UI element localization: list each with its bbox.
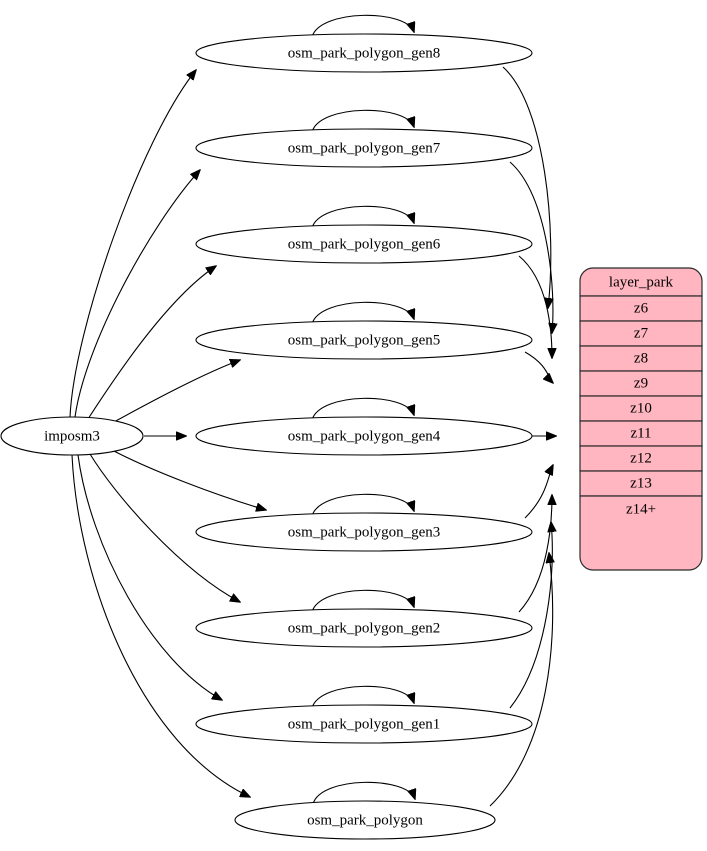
node-gen1[interactable]: osm_park_polygon_gen1	[195, 704, 533, 744]
node-gen6-label: osm_park_polygon_gen6	[288, 236, 441, 252]
edge-imposm3-to-gen5	[111, 360, 240, 424]
table-row-z10-label: z10	[630, 400, 652, 416]
edge-imposm3-to-gen8	[69, 70, 196, 418]
self-loop-base	[312, 781, 415, 805]
self-loop-gen7	[311, 109, 414, 133]
edge-imposm3-to-gen6	[87, 266, 216, 420]
edge-imposm3-to-gen7	[74, 170, 200, 418]
table-row-z9-label: z9	[634, 375, 648, 391]
graph-nodes: imposm3 osm_park_polygon_gen8 osm_park_p…	[0, 33, 533, 840]
edges-from-imposm3	[69, 70, 266, 797]
node-imposm3-shape[interactable]	[0, 416, 144, 456]
node-base-shape[interactable]	[234, 800, 496, 840]
table-row-z6-label: z6	[634, 300, 649, 316]
node-gen7-label: osm_park_polygon_gen7	[288, 140, 441, 156]
node-gen8-label: osm_park_polygon_gen8	[288, 45, 440, 61]
node-gen5-shape[interactable]	[195, 320, 533, 360]
self-loop-gen1	[311, 685, 414, 709]
self-loop-gen4	[311, 397, 414, 421]
table-row-z12-label: z12	[630, 450, 652, 466]
edge-base-to-z14plus	[489, 553, 553, 807]
layer-park-table[interactable]: layer_park z6 z7 z8 z9 z10 z11 z12 z13 z…	[579, 267, 703, 571]
node-gen4[interactable]: osm_park_polygon_gen4	[195, 416, 533, 456]
node-gen7[interactable]: osm_park_polygon_gen7	[195, 128, 533, 168]
edge-gen8-to-z6	[502, 66, 551, 308]
node-gen3-label: osm_park_polygon_gen3	[288, 524, 440, 540]
self-loop-gen2	[311, 589, 414, 613]
table-row-z11-label: z11	[630, 425, 651, 441]
table-row-z13-cell[interactable]	[579, 470, 703, 497]
node-gen5-label: osm_park_polygon_gen5	[288, 332, 440, 348]
table-row-z10-cell[interactable]	[579, 395, 703, 422]
table-row-z6-cell[interactable]	[579, 295, 703, 322]
table-row-z14plus-label: z14+	[626, 501, 656, 517]
node-gen2[interactable]: osm_park_polygon_gen2	[195, 608, 533, 648]
node-base[interactable]: osm_park_polygon	[234, 800, 496, 840]
edge-gen7-to-z7	[509, 161, 553, 333]
node-gen5[interactable]: osm_park_polygon_gen5	[195, 320, 533, 360]
edge-gen5-to-z9	[524, 351, 553, 383]
table-header-label: layer_park	[609, 274, 674, 290]
node-gen4-label: osm_park_polygon_gen4	[288, 428, 441, 444]
table-row-z8-label: z8	[634, 350, 648, 366]
table-header-cell	[579, 267, 703, 297]
node-gen3[interactable]: osm_park_polygon_gen3	[195, 512, 533, 552]
node-base-label: osm_park_polygon	[307, 812, 423, 828]
node-gen3-shape[interactable]	[195, 512, 533, 552]
edge-imposm3-to-base	[71, 454, 250, 797]
edge-gen1-to-z13	[509, 522, 552, 709]
node-gen6[interactable]: osm_park_polygon_gen6	[195, 224, 533, 264]
node-gen1-shape[interactable]	[195, 704, 533, 744]
node-gen2-shape[interactable]	[195, 608, 533, 648]
edge-imposm3-to-gen2	[89, 453, 240, 602]
edge-gen3-to-z11	[524, 465, 553, 519]
edges-to-layer-park	[489, 66, 556, 807]
edge-imposm3-to-gen3	[111, 449, 266, 510]
self-loop-gen3	[311, 493, 414, 517]
node-gen6-shape[interactable]	[195, 224, 533, 264]
node-imposm3-label: imposm3	[44, 428, 100, 444]
edge-imposm3-to-gen1	[77, 454, 222, 700]
node-gen8-shape[interactable]	[195, 33, 533, 73]
node-gen8[interactable]: osm_park_polygon_gen8	[195, 33, 533, 73]
node-gen4-shape[interactable]	[195, 416, 533, 456]
table-row-z11-cell[interactable]	[579, 420, 703, 447]
self-loop-edges	[311, 14, 415, 805]
node-gen7-shape[interactable]	[195, 128, 533, 168]
table-row-z7-label: z7	[634, 325, 649, 341]
node-imposm3[interactable]: imposm3	[0, 416, 144, 456]
edge-gen6-to-z8	[518, 255, 552, 358]
table-row-z13-label: z13	[630, 475, 652, 491]
self-loop-gen8	[311, 14, 414, 38]
table-row-z14plus-cell[interactable]	[579, 495, 703, 571]
node-gen2-label: osm_park_polygon_gen2	[288, 620, 440, 636]
self-loop-gen5	[311, 301, 414, 325]
node-gen1-label: osm_park_polygon_gen1	[288, 716, 440, 732]
self-loop-gen6	[311, 205, 414, 229]
edge-gen2-to-z12	[518, 495, 552, 613]
